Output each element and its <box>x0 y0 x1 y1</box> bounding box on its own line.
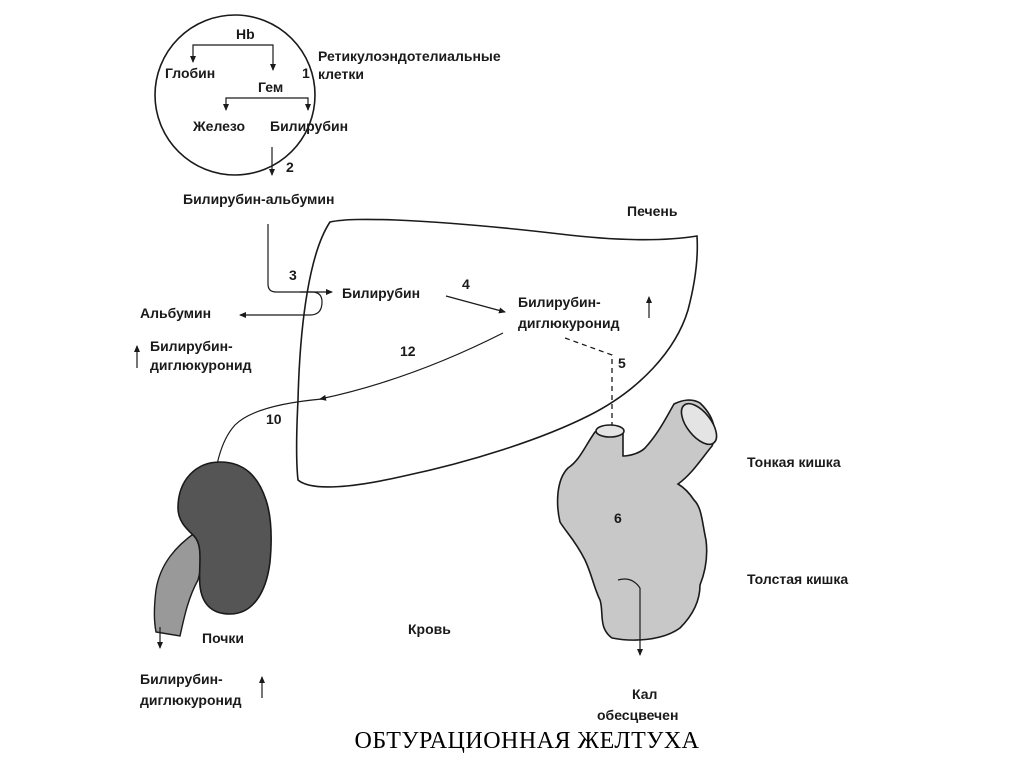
kidney: Почки Билирубин- диглюкуронид <box>140 461 272 708</box>
kidney-body <box>177 461 272 615</box>
step-12-label: 12 <box>400 343 416 359</box>
cell-title-line2: клетки <box>318 66 364 82</box>
ureter <box>153 530 202 637</box>
blood-transport: 2 Билирубин-альбумин 3 Альбумин Билируби… <box>134 147 451 637</box>
stool-line2: обесцвечен <box>597 707 678 723</box>
small-intestine-opening <box>680 402 718 446</box>
urine-conj-line2: диглюкуронид <box>140 692 242 708</box>
cell-title-line1: Ретикулоэндотелиальные <box>318 48 501 64</box>
step-3-label: 3 <box>289 267 297 283</box>
heme-split-arrow-bilirubin <box>285 97 311 111</box>
liver: Печень Билирубин 4 Билирубин- диглюкурон… <box>209 203 699 521</box>
step-10-label: 10 <box>266 411 282 427</box>
albumin-label: Альбумин <box>140 305 211 321</box>
step-4-label: 4 <box>462 276 470 292</box>
liver-conj-line2: диглюкуронид <box>518 315 620 331</box>
liver-conj-line1: Билирубин- <box>518 294 601 310</box>
intestine: 6 Тонкая кишка Толстая кишка Кал обесцве… <box>556 399 848 723</box>
liver-outline <box>295 218 699 488</box>
large-intestine-label: Толстая кишка <box>747 571 848 587</box>
heme-label: Гем <box>258 79 283 95</box>
reflux-to-blood-arrow <box>319 332 504 401</box>
conjugation-arrow <box>445 295 506 314</box>
step-1-label: 1 <box>302 65 310 81</box>
blocked-bile-flow <box>564 337 615 453</box>
diagram-caption: ОБТУРАЦИОННАЯ ЖЕЛТУХА <box>355 728 700 754</box>
uptake-arrow <box>267 224 333 295</box>
reticuloendothelial-cell: Hb Глобин Гем 1 Железо Билирубин Ретикул… <box>154 14 501 176</box>
bilirubin-albumin-label: Билирубин-альбумин <box>183 191 334 207</box>
small-intestine-label: Тонкая кишка <box>747 454 841 470</box>
liver-label: Печень <box>627 203 678 219</box>
cell-bilirubin-label: Билирубин <box>270 118 348 134</box>
blood-label: Кровь <box>408 621 451 637</box>
cell-membrane <box>154 14 316 176</box>
hb-label: Hb <box>236 26 255 42</box>
albumin-return-loop <box>239 291 323 318</box>
blood-conj-line2: диглюкуронид <box>150 357 252 373</box>
heme-split-arrow-iron <box>223 97 285 111</box>
intestine-body <box>556 399 716 641</box>
inner-fold <box>617 578 641 589</box>
hb-to-heme-arrow <box>248 44 276 71</box>
step-5-label: 5 <box>618 355 626 371</box>
blood-conj-line1: Билирубин- <box>150 338 233 354</box>
hb-split-arrow <box>190 44 248 63</box>
urine-conj-line1: Билирубин- <box>140 671 223 687</box>
iron-label: Железо <box>192 118 245 134</box>
duodenal-opening <box>595 424 625 438</box>
globin-label: Глобин <box>165 65 215 81</box>
step-2-label: 2 <box>286 159 294 175</box>
kidney-label: Почки <box>202 630 244 646</box>
step-6-label: 6 <box>614 510 622 526</box>
liver-bilirubin-label: Билирубин <box>342 285 420 301</box>
stool-line1: Кал <box>632 686 657 702</box>
